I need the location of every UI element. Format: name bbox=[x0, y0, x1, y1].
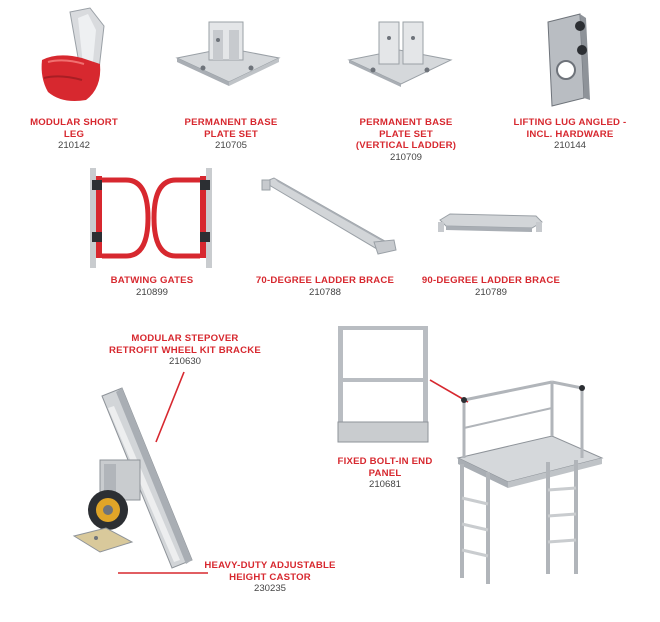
product-base-plate: PERMANENT BASE PLATE SET 210705 bbox=[161, 117, 301, 152]
product-code: 230235 bbox=[253, 583, 286, 594]
product-short-leg: MODULAR SHORT LEG 210142 bbox=[4, 117, 144, 152]
product-code: 210630 bbox=[168, 356, 201, 367]
bracket-leader-line bbox=[155, 371, 185, 443]
product-castor: HEAVY-DUTY ADJUSTABLE HEIGHT CASTOR 2302… bbox=[192, 560, 348, 595]
product-ladder-brace-70: 70-DEGREE LADDER BRACE 210788 bbox=[245, 275, 405, 298]
product-code: 210144 bbox=[553, 140, 586, 151]
product-name: 70-DEGREE LADDER BRACE bbox=[255, 275, 395, 286]
product-code: 210709 bbox=[389, 151, 422, 163]
product-name: PERMANENT BASE PLATE SET bbox=[184, 117, 278, 140]
product-code: 210899 bbox=[135, 286, 168, 298]
product-code: 210789 bbox=[474, 286, 507, 298]
product-batwing-gates: BATWING GATES 210899 bbox=[82, 275, 222, 298]
base-plate-vertical-icon bbox=[347, 21, 453, 87]
product-wheel-kit-bracket: MODULAR STEPOVER RETROFIT WHEEL KIT BRAC… bbox=[100, 333, 270, 368]
product-ladder-brace-90: 90-DEGREE LADDER BRACE 210789 bbox=[411, 275, 571, 298]
product-code: 210681 bbox=[368, 479, 401, 490]
base-plate-icon bbox=[175, 21, 281, 86]
product-name: MODULAR STEPOVER RETROFIT WHEEL KIT BRAC… bbox=[109, 333, 261, 356]
batwing-gates-icon bbox=[90, 168, 212, 268]
ladder-brace-70-icon bbox=[261, 177, 397, 255]
lifting-lug-icon bbox=[547, 13, 590, 107]
product-name: LIFTING LUG ANGLED - INCL. HARDWARE bbox=[513, 117, 627, 140]
product-name: PERMANENT BASE PLATE SET (VERTICAL LADDE… bbox=[355, 117, 457, 151]
product-code: 210142 bbox=[57, 140, 90, 151]
product-name: BATWING GATES bbox=[110, 275, 194, 286]
product-name: FIXED BOLT-IN END PANEL bbox=[337, 456, 433, 479]
castor-leader-line bbox=[118, 572, 208, 574]
short-leg-icon bbox=[41, 7, 105, 101]
product-name: MODULAR SHORT LEG bbox=[30, 117, 118, 140]
product-end-panel: FIXED BOLT-IN END PANEL 210681 bbox=[315, 456, 455, 491]
product-name: 90-DEGREE LADDER BRACE bbox=[421, 275, 561, 286]
product-code: 210788 bbox=[308, 286, 341, 298]
product-code: 210705 bbox=[214, 140, 247, 151]
wheel-kit-bracket-icon bbox=[72, 387, 193, 569]
product-base-plate-vertical: PERMANENT BASE PLATE SET (VERTICAL LADDE… bbox=[336, 117, 476, 163]
platform-icon bbox=[456, 380, 604, 584]
product-lifting-lug: LIFTING LUG ANGLED - INCL. HARDWARE 2101… bbox=[495, 117, 645, 152]
ladder-brace-90-icon bbox=[438, 213, 543, 232]
product-name: HEAVY-DUTY ADJUSTABLE HEIGHT CASTOR bbox=[204, 560, 336, 583]
end-panel-icon bbox=[337, 326, 429, 443]
